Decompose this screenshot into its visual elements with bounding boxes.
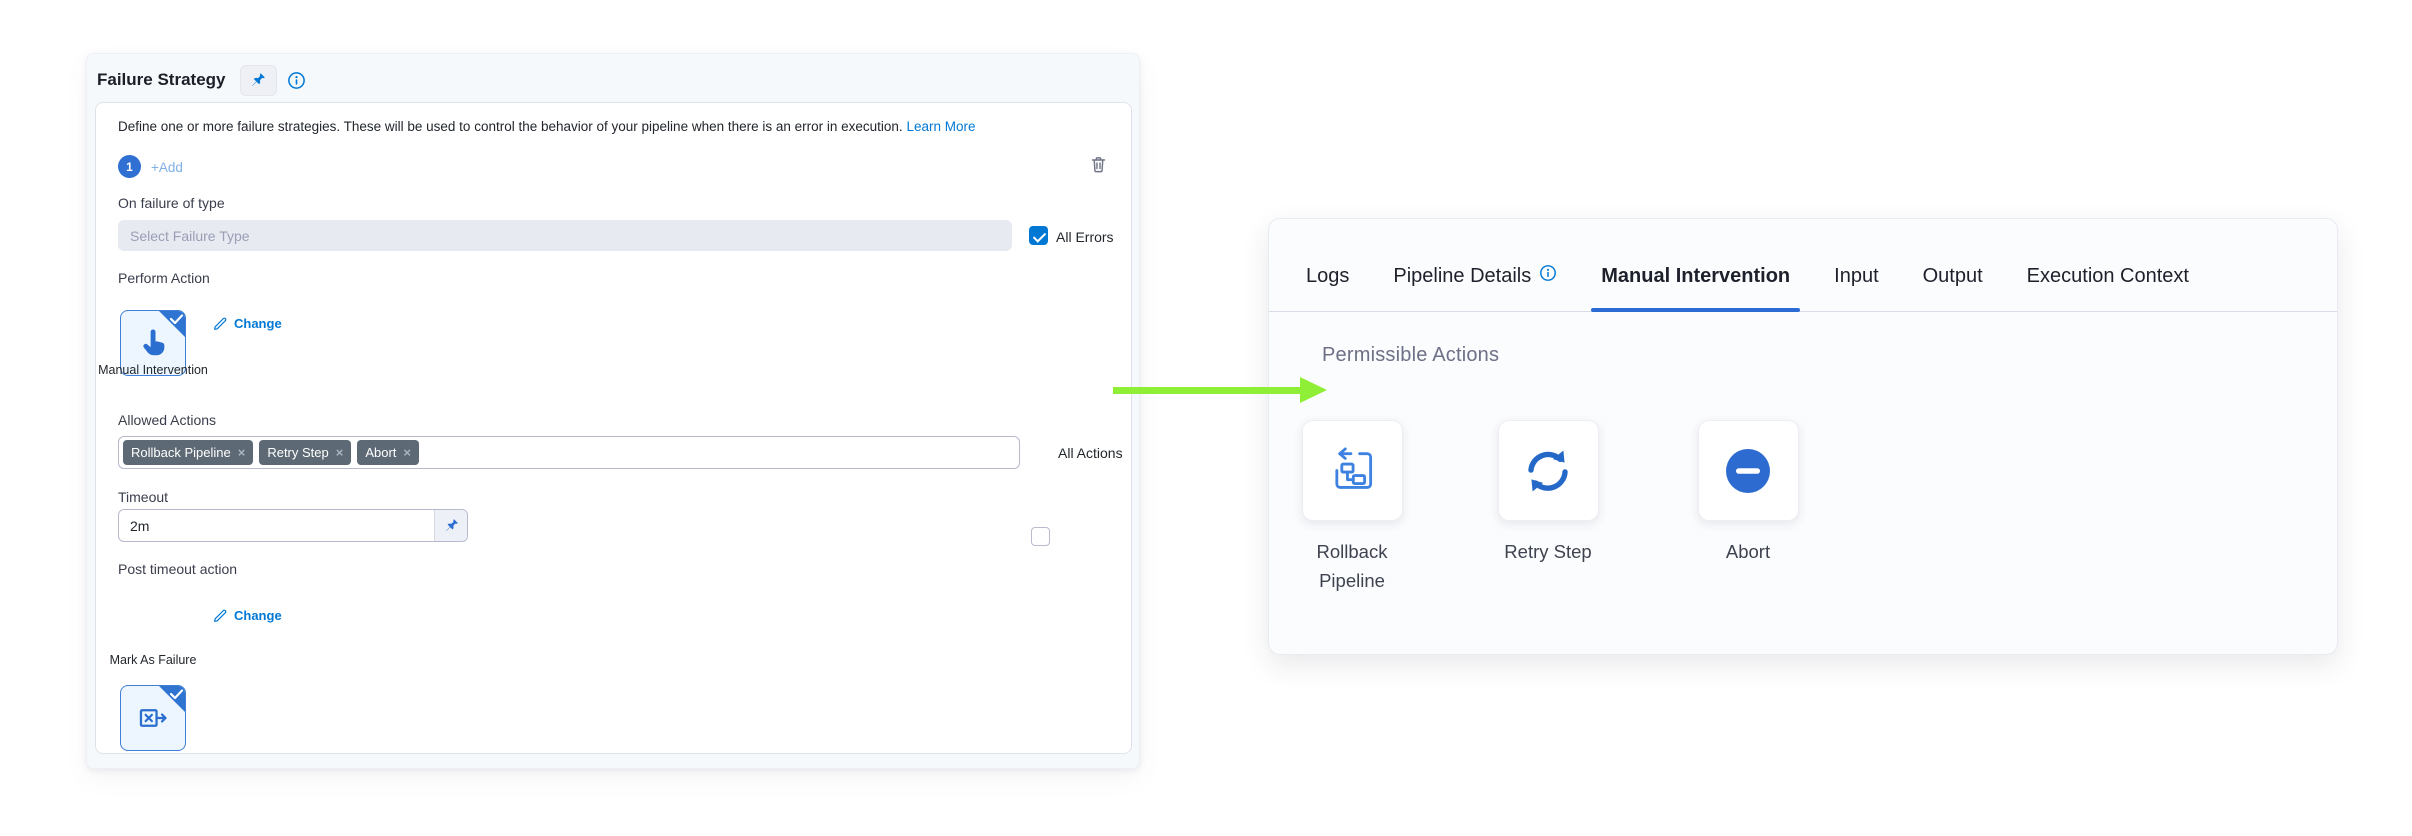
- timeout-pin-button[interactable]: [434, 510, 467, 541]
- change-post-timeout-link[interactable]: Change: [213, 608, 282, 623]
- post-timeout-label: Post timeout action: [118, 561, 238, 577]
- selected-check-corner: [159, 311, 185, 337]
- strategy-index-badge[interactable]: 1: [118, 155, 141, 178]
- remove-tag-icon[interactable]: ×: [237, 445, 246, 460]
- info-icon[interactable]: [287, 71, 306, 90]
- tab-pipeline-details[interactable]: Pipeline Details: [1393, 241, 1557, 312]
- post-timeout-action-name: Mark As Failure: [109, 653, 197, 667]
- pin-icon: [250, 72, 266, 88]
- perform-action-name: Manual Intervention: [98, 363, 208, 377]
- tag-retry-step: Retry Step ×: [259, 440, 352, 465]
- on-failure-label: On failure of type: [118, 195, 225, 211]
- action-label: Retry Step: [1504, 541, 1592, 562]
- pin-toggle-button[interactable]: [239, 64, 277, 96]
- learn-more-link[interactable]: Learn More: [906, 119, 976, 134]
- tag-rollback-pipeline: Rollback Pipeline ×: [123, 440, 254, 465]
- mark-as-failure-icon: [136, 701, 170, 735]
- change-perform-action-link[interactable]: Change: [213, 316, 282, 331]
- connector-arrow-head: [1300, 377, 1327, 403]
- pencil-icon: [213, 316, 228, 331]
- strategy-description: Define one or more failure strategies. T…: [118, 119, 976, 134]
- abort-button[interactable]: [1697, 420, 1799, 521]
- step-details-panel: Logs Pipeline Details Manual Interventio…: [1268, 218, 2338, 655]
- tab-manual-intervention[interactable]: Manual Intervention: [1591, 241, 1801, 312]
- all-errors-label: All Errors: [1056, 229, 1114, 245]
- hand-pointer-icon: [138, 328, 168, 358]
- failure-strategy-header: Failure Strategy: [97, 58, 306, 102]
- pencil-icon: [213, 608, 228, 623]
- panel-title: Failure Strategy: [97, 70, 226, 89]
- action-label: Abort: [1725, 541, 1771, 562]
- timeout-field-group: [118, 509, 468, 542]
- selected-check-corner: [159, 686, 185, 712]
- abort-icon: [1724, 447, 1772, 495]
- remove-tag-icon[interactable]: ×: [335, 445, 344, 460]
- timeout-label: Timeout: [118, 489, 169, 505]
- rollback-pipeline-button[interactable]: [1301, 420, 1403, 521]
- failure-strategy-panel: Failure Strategy: [86, 53, 1140, 769]
- permissible-action-retry: Retry Step: [1478, 420, 1618, 567]
- tab-output[interactable]: Output: [1922, 264, 1983, 287]
- perform-action-label: Perform Action: [118, 270, 210, 286]
- details-tabs: Logs Pipeline Details Manual Interventio…: [1269, 219, 2337, 312]
- pin-icon: [444, 518, 459, 533]
- add-strategy-button[interactable]: +Add: [151, 160, 183, 175]
- allowed-actions-input[interactable]: Rollback Pipeline × Retry Step × Abort ×: [118, 436, 1020, 469]
- tag-abort: Abort ×: [357, 440, 420, 465]
- delete-strategy-icon[interactable]: [1089, 155, 1108, 174]
- allowed-actions-label: Allowed Actions: [118, 412, 217, 428]
- retry-step-icon: [1520, 443, 1576, 499]
- info-icon[interactable]: [1539, 264, 1557, 282]
- all-errors-checkbox[interactable]: [1029, 226, 1048, 245]
- all-actions-checkbox[interactable]: [1031, 527, 1050, 546]
- all-actions-label: All Actions: [1058, 445, 1123, 461]
- tab-execution-context[interactable]: Execution Context: [2026, 264, 2189, 287]
- mark-as-failure-step-card[interactable]: [120, 685, 186, 751]
- permissible-actions-title: Permissible Actions: [1322, 344, 1500, 366]
- rollback-pipeline-icon: [1326, 445, 1378, 497]
- strategy-form-card: [95, 102, 1132, 754]
- failure-type-select[interactable]: [118, 220, 1012, 251]
- retry-step-button[interactable]: [1497, 420, 1599, 521]
- action-label: Rollback Pipeline: [1316, 541, 1388, 591]
- remove-tag-icon[interactable]: ×: [403, 445, 412, 460]
- tab-logs[interactable]: Logs: [1306, 264, 1350, 287]
- timeout-input[interactable]: [119, 510, 434, 541]
- permissible-action-abort: Abort: [1678, 420, 1818, 567]
- manual-intervention-step-card[interactable]: [120, 310, 186, 376]
- connector-arrow: [1113, 387, 1303, 394]
- tab-input[interactable]: Input: [1834, 264, 1879, 287]
- permissible-action-rollback: Rollback Pipeline: [1282, 420, 1422, 595]
